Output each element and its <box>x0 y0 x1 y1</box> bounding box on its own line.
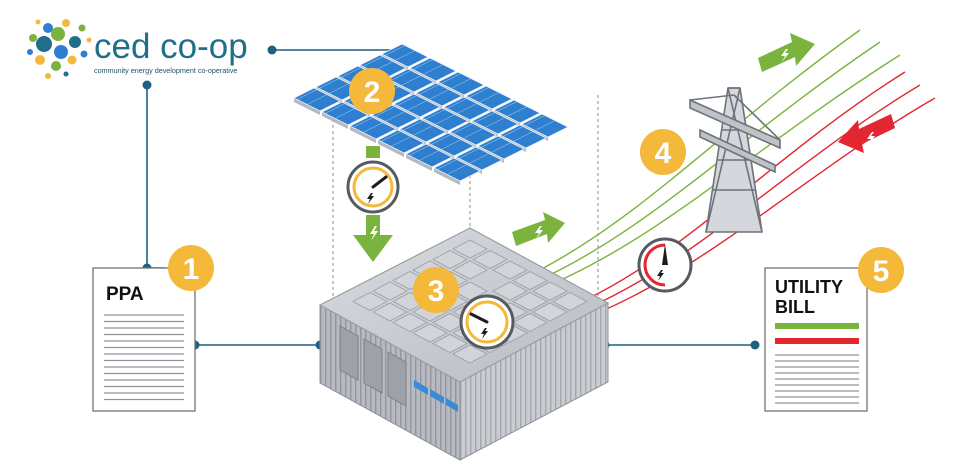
building <box>318 227 610 461</box>
ced-coop-logo: ced co-op community energy development c… <box>27 19 248 79</box>
roof-panel <box>412 323 448 343</box>
building-doors <box>339 325 407 407</box>
meter-panels-icon <box>346 160 400 214</box>
svg-text:5: 5 <box>873 255 890 288</box>
roof-panel <box>452 344 488 364</box>
logo-name: ced co-op <box>94 27 248 66</box>
step-badge-3: 3 <box>413 267 459 313</box>
bill-green-bar <box>775 323 859 329</box>
step-badge-1: 1 <box>168 245 214 291</box>
ppa-document: PPA <box>92 267 196 412</box>
step-badge-5: 5 <box>858 247 904 293</box>
ppa-title: PPA <box>106 284 144 305</box>
roof-panel <box>532 302 568 322</box>
roof-panel <box>532 281 568 301</box>
transmission-tower <box>689 87 781 233</box>
svg-text:1: 1 <box>183 253 200 286</box>
arrow-right-green-top <box>758 33 815 72</box>
dashed-guides <box>332 95 599 300</box>
bill-red-bar <box>775 338 859 344</box>
step-badge-4: 4 <box>640 129 686 175</box>
logo-dots-icon <box>27 19 92 79</box>
roof-panel <box>552 292 588 311</box>
utility-bill-title-line2: BILL <box>775 297 815 317</box>
svg-text:3: 3 <box>428 275 445 308</box>
arrow-right-green-roof <box>512 212 565 246</box>
roof-panel <box>452 239 488 259</box>
arrow-down-green <box>353 146 393 262</box>
roof-panel <box>372 302 408 322</box>
meter-building-icon <box>459 294 515 350</box>
roof-panel <box>432 250 468 269</box>
svg-text:2: 2 <box>364 76 381 109</box>
roof-panel <box>492 260 528 280</box>
roof-panel <box>512 292 548 311</box>
roof-panel <box>452 260 488 280</box>
building-windows <box>414 380 458 412</box>
roof-panel <box>472 250 508 269</box>
connector-lines <box>146 49 755 346</box>
utility-bill-title-line1: UTILITY <box>775 277 843 297</box>
logo-tagline: community energy development co-operativ… <box>94 66 237 75</box>
roof-panel <box>432 334 468 353</box>
roof-panel <box>372 281 408 301</box>
svg-text:4: 4 <box>655 137 672 170</box>
utility-bill-document: UTILITY BILL <box>764 267 868 412</box>
roof-panel <box>392 313 428 332</box>
solar-panel-array <box>293 43 569 185</box>
roof-panel <box>492 281 528 301</box>
meter-grid-icon <box>637 237 693 293</box>
roof-panel <box>352 292 388 311</box>
arrow-left-red <box>838 114 895 153</box>
roof-panel <box>512 271 548 290</box>
roof-panel <box>512 313 548 332</box>
step-badge-2: 2 <box>349 68 395 114</box>
roof-panels <box>352 239 588 364</box>
power-lines-green <box>529 29 901 290</box>
